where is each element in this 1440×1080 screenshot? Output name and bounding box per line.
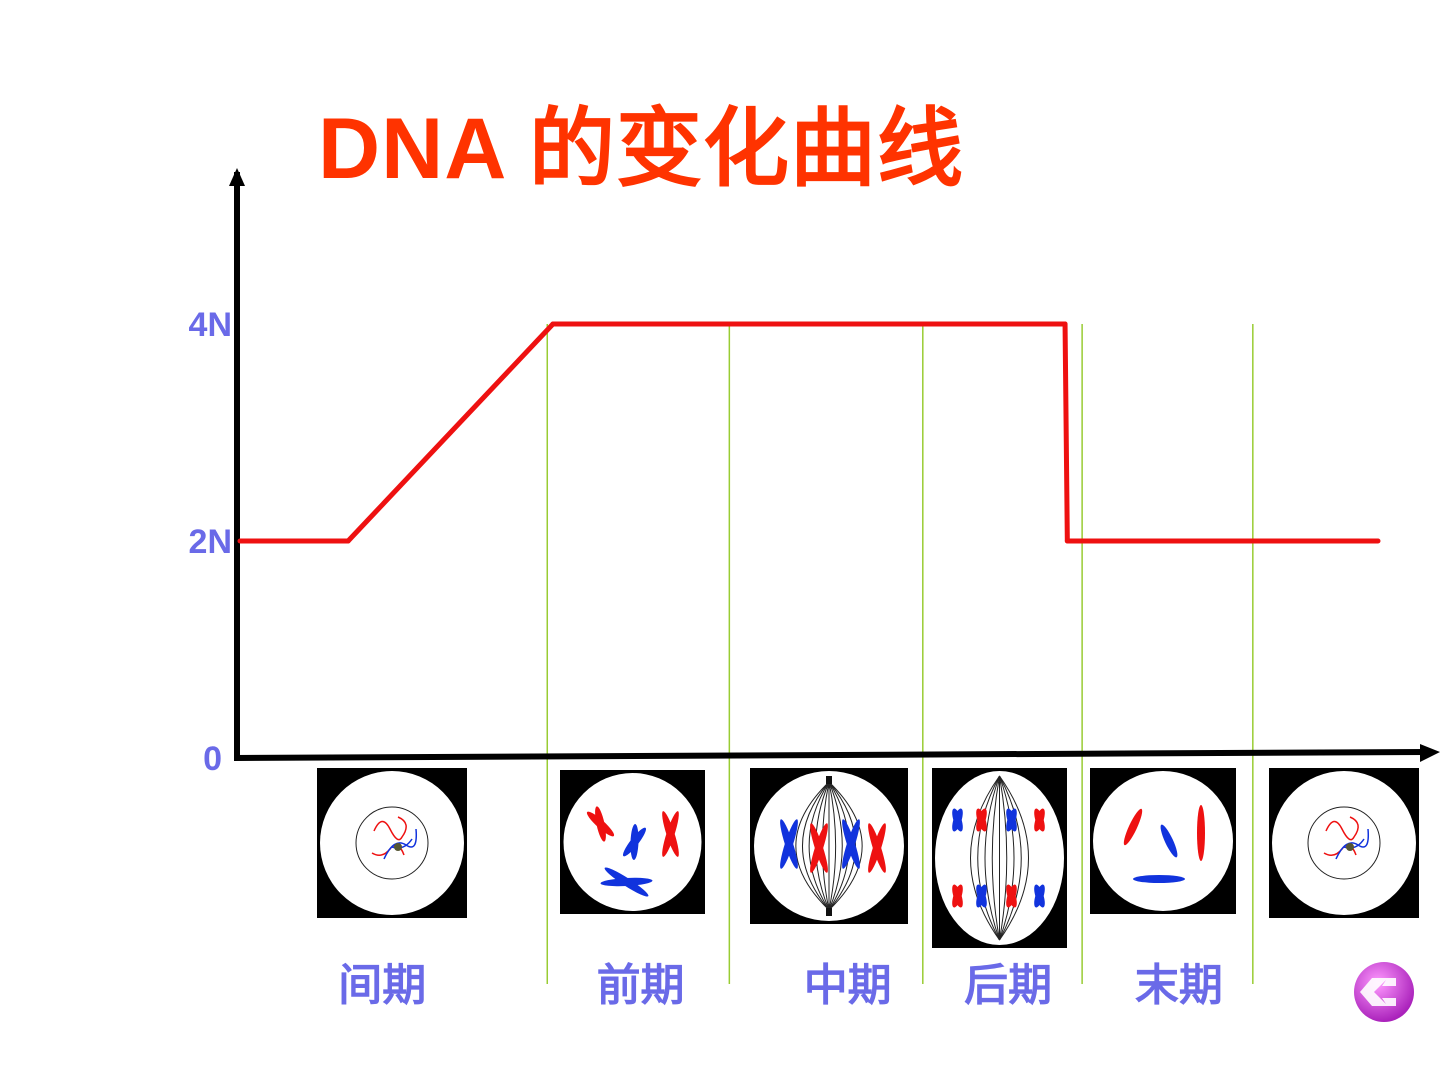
metaphase-cell-icon: [750, 768, 908, 924]
curve-point-4: [1062, 321, 1068, 327]
curve-point-6: [1375, 538, 1381, 544]
daughter-cell-icon: [1269, 768, 1419, 918]
curve-point-3: [550, 321, 556, 327]
series: [237, 321, 1381, 544]
phase-label-2: 前期: [597, 960, 685, 1011]
phase-labels: 间期 前期 中期 后期 末期: [338, 960, 1223, 1011]
anaphase-cell-icon: [932, 768, 1067, 948]
x-axis-arrow: [1420, 744, 1440, 762]
y-axis-arrow: [229, 168, 245, 186]
interphase-cell-icon: [317, 768, 467, 918]
phase-boundaries: [546, 324, 1254, 984]
x-axis: [233, 749, 1427, 761]
y-tick-4N: 4N: [189, 306, 232, 344]
phase-label-1: 间期: [338, 960, 426, 1011]
phase-label-5: 末期: [1135, 960, 1223, 1011]
chart-title: DNA 的变化曲线: [318, 101, 965, 197]
curve-point-2: [345, 538, 351, 544]
y-tick-2N: 2N: [189, 523, 232, 561]
axes: [229, 168, 1440, 762]
y-tick-0: 0: [203, 740, 222, 778]
cell-diagrams: [317, 768, 1419, 948]
phase-label-4: 后期: [964, 960, 1052, 1011]
phase-label-3: 中期: [804, 960, 892, 1011]
prophase-cell-icon: [560, 770, 705, 914]
y-tick-labels: 0 2N 4N: [189, 306, 232, 778]
dna-curve: [240, 321, 1378, 544]
curve-point-1: [237, 538, 243, 544]
back-arrow-icon: [1360, 978, 1396, 1006]
telophase-cell-icon: [1090, 768, 1236, 914]
back-button[interactable]: [1352, 960, 1416, 1024]
curve-point-5: [1064, 538, 1070, 544]
